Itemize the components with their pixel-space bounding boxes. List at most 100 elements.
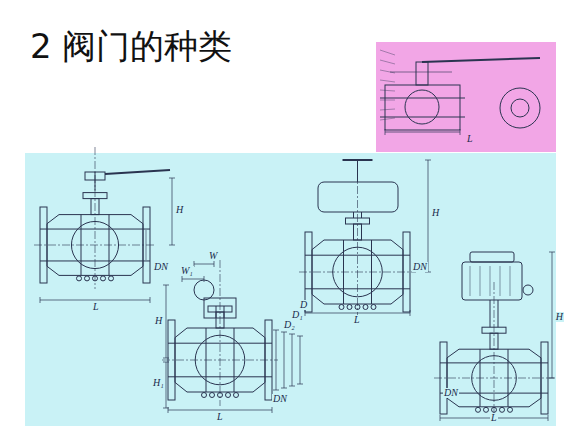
line — [300, 336, 301, 384]
line — [548, 415, 549, 421]
line — [284, 332, 285, 388]
line — [166, 362, 167, 408]
dimension-label: DN — [412, 262, 428, 272]
line — [460, 129, 461, 135]
inset-panel — [376, 42, 556, 152]
line — [150, 297, 151, 303]
drawing-panel — [25, 153, 556, 426]
motor-cap — [470, 252, 514, 262]
dimension-label: L — [466, 134, 474, 144]
line — [146, 230, 147, 260]
side-view — [500, 88, 540, 128]
bolt — [85, 276, 90, 281]
line — [470, 266, 471, 296]
line — [182, 276, 183, 282]
dimension-label: W₁ — [180, 266, 194, 276]
dimension-label: W — [208, 251, 218, 261]
line — [385, 129, 386, 135]
line — [353, 212, 354, 218]
dimension-label: H — [154, 316, 163, 326]
stem — [490, 333, 498, 349]
line — [289, 386, 295, 387]
stem — [354, 224, 362, 240]
line — [552, 252, 553, 378]
dimension-label: H — [555, 312, 564, 322]
line — [380, 50, 395, 55]
line — [276, 330, 277, 390]
dimension-label: L — [216, 412, 224, 422]
line — [168, 410, 272, 411]
dimension-label: H₁ — [152, 378, 165, 388]
bolt — [234, 393, 239, 398]
line — [380, 90, 395, 91]
line — [172, 178, 173, 245]
line — [410, 310, 411, 316]
line — [163, 285, 169, 286]
bolt — [339, 305, 344, 310]
line — [428, 160, 429, 272]
line — [289, 334, 295, 335]
line — [297, 384, 303, 385]
gearbox — [204, 298, 236, 318]
line — [292, 334, 293, 386]
line — [380, 60, 395, 64]
gland — [482, 327, 506, 333]
line — [163, 358, 169, 359]
line — [281, 388, 287, 389]
line — [220, 260, 221, 406]
line — [194, 264, 214, 265]
bolt — [508, 407, 513, 412]
line — [168, 343, 272, 344]
side-view — [511, 99, 529, 117]
inset-valve — [380, 50, 540, 130]
stem — [91, 199, 99, 215]
line — [224, 306, 225, 318]
bolt — [101, 276, 106, 281]
bolt — [476, 407, 481, 412]
line — [498, 300, 499, 327]
dimension-label: L — [92, 302, 100, 312]
line — [380, 80, 395, 82]
line — [182, 279, 204, 280]
dimension-label: D₂ — [283, 320, 296, 330]
line — [357, 160, 358, 182]
dimension-label: L — [490, 413, 498, 423]
line — [95, 147, 96, 289]
valve-body — [385, 85, 460, 130]
line — [385, 132, 460, 133]
line — [272, 407, 273, 413]
line — [490, 300, 491, 327]
gear-ball-valve — [162, 260, 278, 406]
line — [380, 109, 395, 110]
handle-hub — [85, 172, 105, 180]
line — [204, 276, 205, 282]
line — [440, 415, 441, 421]
line — [40, 297, 41, 303]
handwheel — [523, 285, 533, 295]
line — [305, 255, 410, 256]
dimension-label: D — [299, 300, 308, 310]
line — [500, 266, 501, 296]
line — [380, 117, 465, 118]
line — [281, 332, 287, 333]
pneumatic-ball-valve — [299, 160, 416, 318]
actuator — [318, 182, 398, 212]
line — [40, 300, 150, 301]
electric-ball-valve — [434, 252, 554, 420]
bolt — [109, 276, 114, 281]
line — [95, 172, 96, 191]
line — [305, 313, 410, 314]
line — [480, 266, 481, 296]
bolt — [77, 276, 82, 281]
line — [380, 98, 465, 99]
bolt — [500, 407, 505, 412]
line — [361, 212, 362, 218]
line — [380, 118, 395, 120]
line — [305, 310, 306, 316]
line — [105, 170, 170, 174]
ball — [405, 90, 439, 124]
line — [214, 261, 215, 267]
line — [216, 306, 217, 318]
handwheel — [194, 280, 214, 300]
